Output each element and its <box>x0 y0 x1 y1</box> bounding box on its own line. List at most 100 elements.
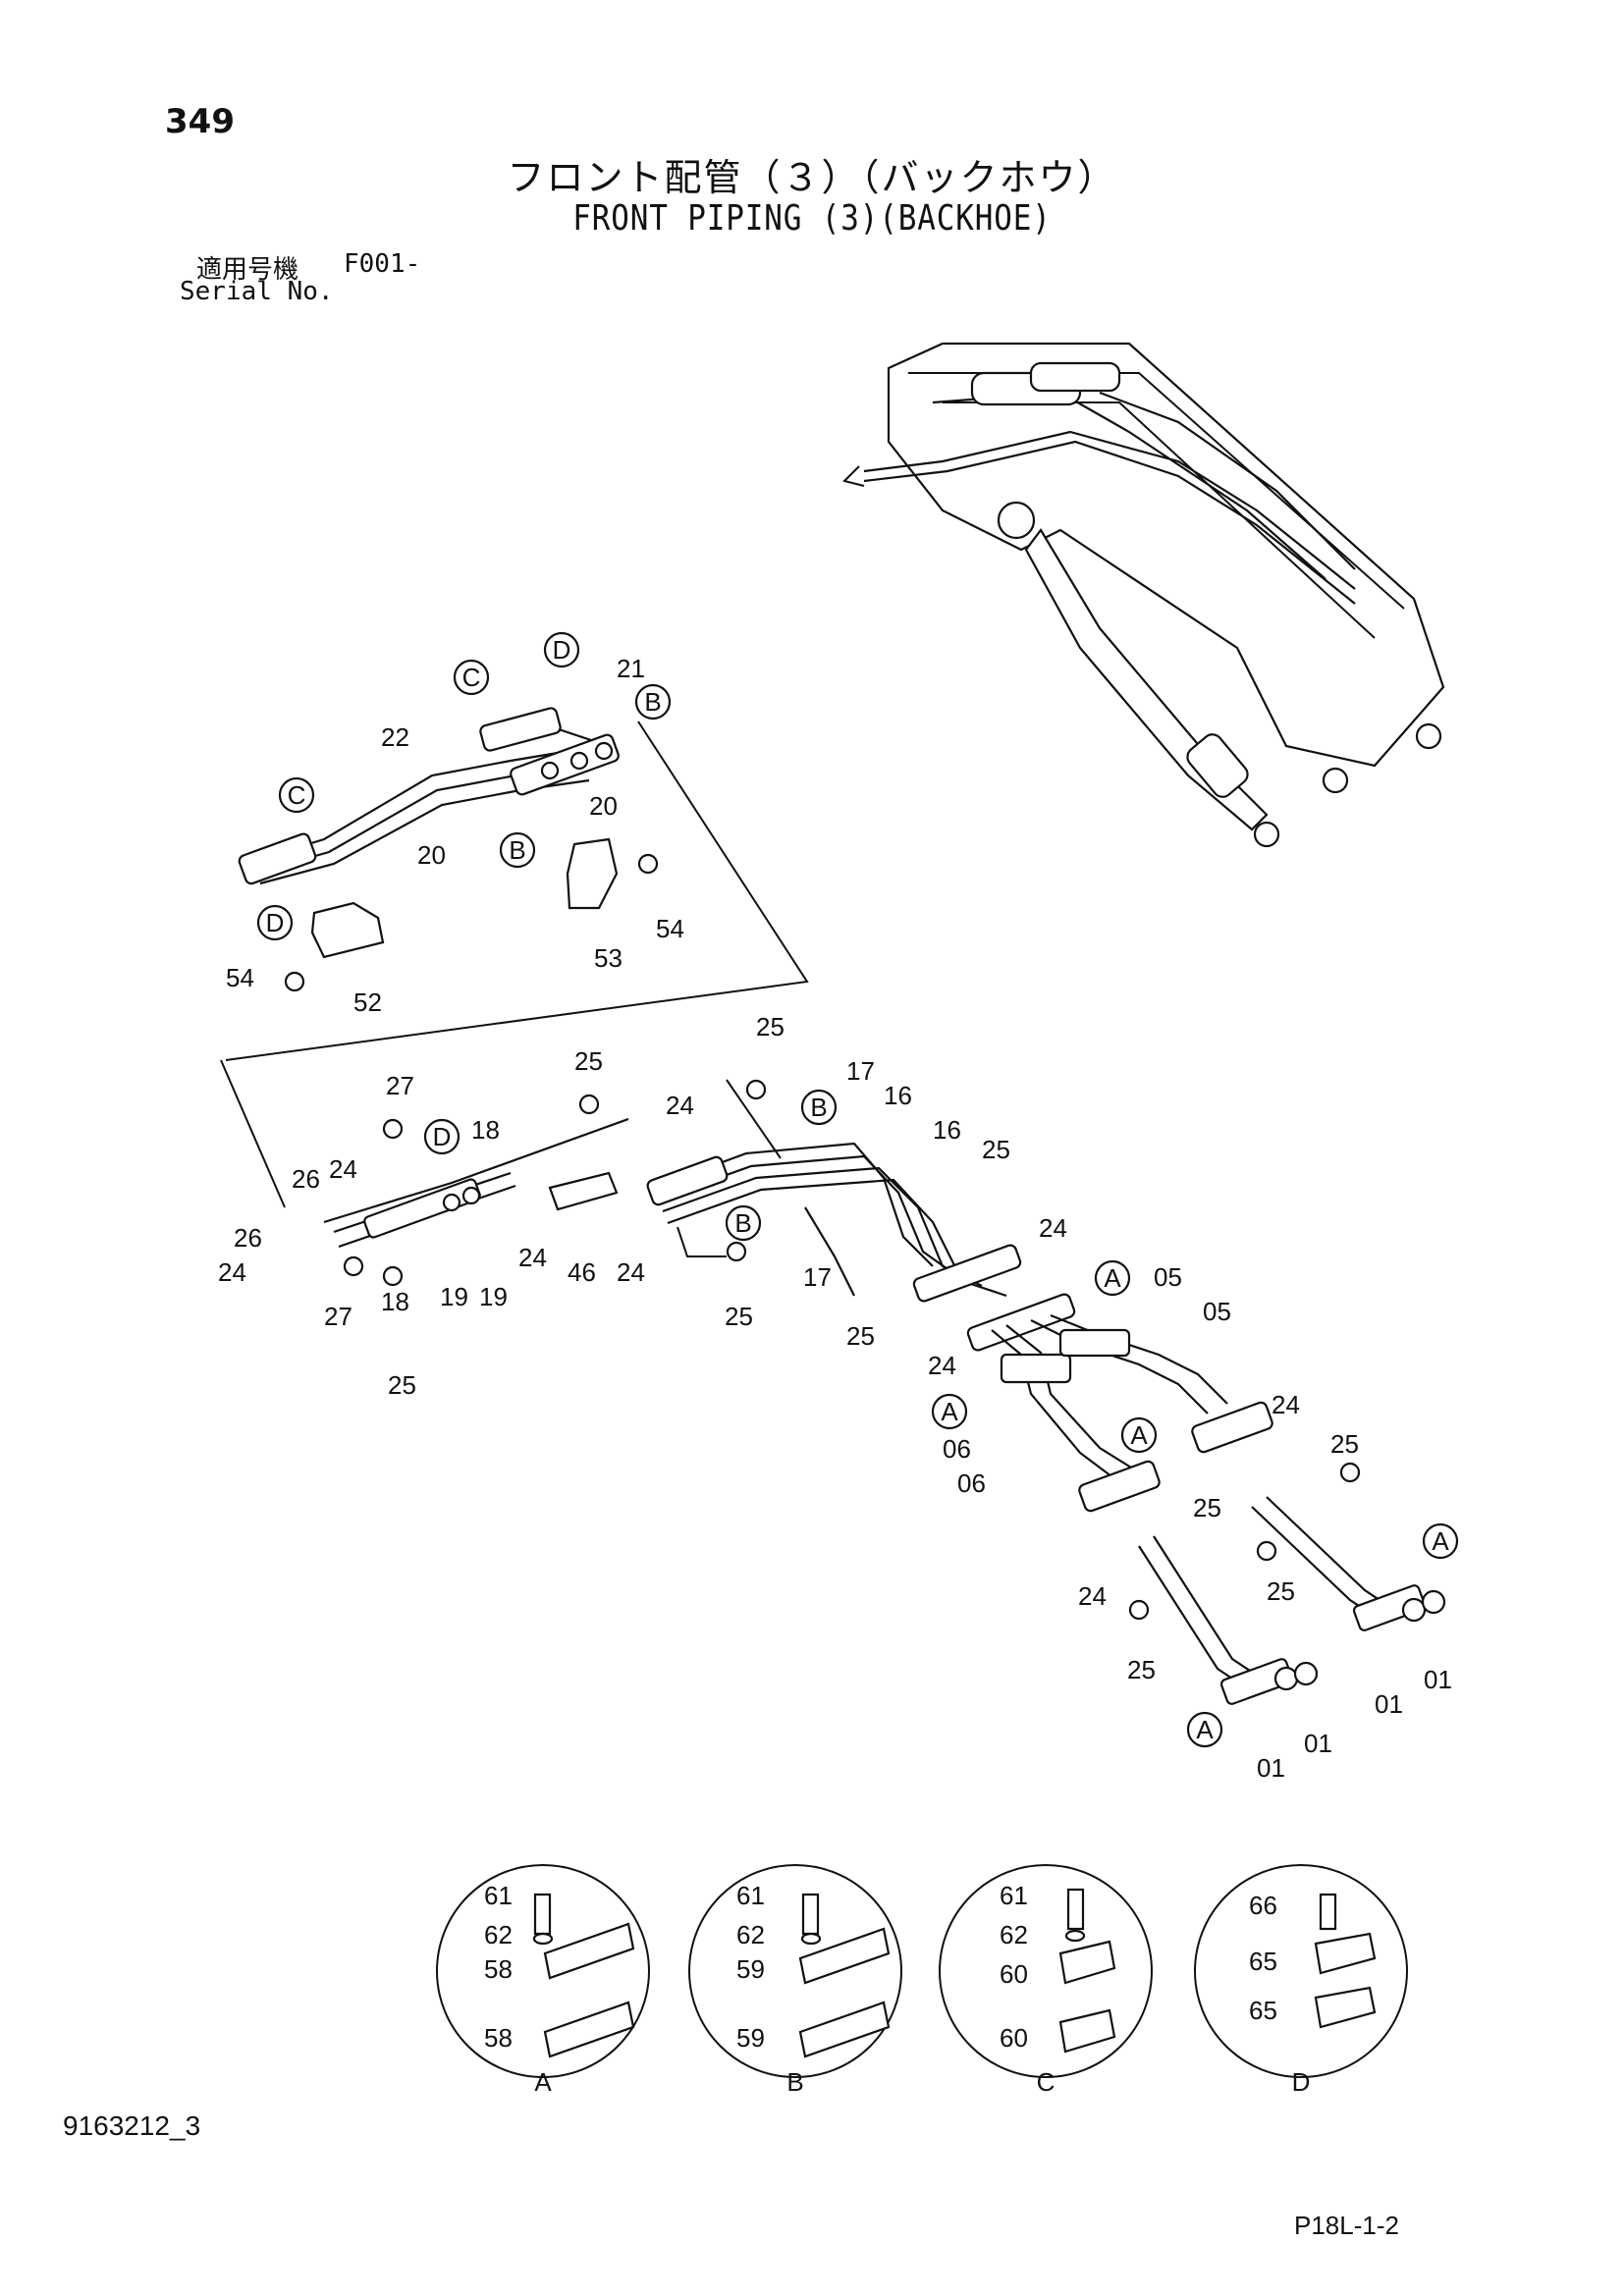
callouts-lower: 05 05 06 06 24 24 25 25 25 24 25 01 01 0… <box>928 1262 1452 1783</box>
marker-b: B <box>509 835 525 865</box>
callout-26: 26 <box>292 1164 320 1194</box>
callout-46: 46 <box>568 1257 596 1287</box>
callout-20: 20 <box>417 840 446 870</box>
callout-19: 19 <box>440 1282 468 1311</box>
detail-b-part: 59 <box>736 2023 765 2053</box>
upper-pipe-group <box>225 707 809 1061</box>
callout-20: 20 <box>589 791 618 821</box>
marker-d: D <box>433 1122 452 1151</box>
callout-17: 17 <box>803 1262 832 1292</box>
callout-21: 21 <box>617 654 645 683</box>
callout-06: 06 <box>957 1468 986 1498</box>
detail-a-part: 58 <box>484 2023 513 2053</box>
detail-a-part: 58 <box>484 1954 513 1984</box>
callout-54: 54 <box>656 914 684 943</box>
callout-18: 18 <box>381 1287 409 1316</box>
callout-24: 24 <box>617 1257 645 1287</box>
marker-b: B <box>810 1093 827 1122</box>
detail-view-d: 66 65 65 D <box>1194 1864 1408 2097</box>
detail-c-part: 62 <box>1000 1920 1028 1949</box>
callout-24: 24 <box>1078 1581 1107 1611</box>
detail-b-label: B <box>786 2067 803 2097</box>
callout-25: 25 <box>982 1135 1010 1164</box>
callout-01: 01 <box>1424 1665 1452 1694</box>
callout-24: 24 <box>928 1351 956 1380</box>
callout-16: 16 <box>884 1081 912 1110</box>
callout-27: 27 <box>324 1302 352 1331</box>
detail-view-a: 61 62 58 58 A <box>436 1864 650 2097</box>
callout-17: 17 <box>846 1056 875 1086</box>
callout-27: 27 <box>386 1071 414 1100</box>
callout-19: 19 <box>479 1282 508 1311</box>
callout-01: 01 <box>1304 1729 1332 1758</box>
detail-d-part: 65 <box>1249 1996 1277 2025</box>
detail-b-part: 62 <box>736 1920 765 1949</box>
marker-a: A <box>1432 1526 1449 1556</box>
callout-01: 01 <box>1257 1753 1285 1783</box>
detail-view-b: 61 62 59 59 B <box>688 1864 902 2097</box>
callout-25: 25 <box>1193 1493 1221 1522</box>
lower-pipe-group <box>966 1293 1446 1705</box>
callout-24: 24 <box>518 1243 547 1272</box>
detail-a-part: 62 <box>484 1920 513 1949</box>
detail-b-part: 59 <box>736 1954 765 1984</box>
callout-53: 53 <box>594 943 623 973</box>
callout-25: 25 <box>1127 1655 1156 1684</box>
detail-c-part: 61 <box>1000 1881 1028 1910</box>
callout-25: 25 <box>388 1370 416 1400</box>
detail-d-label: D <box>1292 2067 1311 2097</box>
callout-05: 05 <box>1203 1297 1231 1326</box>
callouts-middle: 25 27 18 26 24 26 24 27 18 19 19 24 46 2… <box>218 1012 1067 1400</box>
callout-24: 24 <box>218 1257 246 1287</box>
boom-overview-illustration <box>842 342 1445 848</box>
callout-24: 24 <box>666 1091 694 1120</box>
callout-05: 05 <box>1154 1262 1182 1292</box>
serial-label-english: Serial No. <box>180 277 334 306</box>
middle-pipe-group <box>220 1059 1022 1303</box>
serial-code: F001- <box>344 249 421 279</box>
callout-25-b: 25 <box>846 1321 875 1351</box>
detail-d-part: 65 <box>1249 1947 1277 1976</box>
detail-c-part: 60 <box>1000 2023 1028 2053</box>
callout-18: 18 <box>471 1115 500 1145</box>
marker-a: A <box>941 1397 958 1426</box>
marker-d: D <box>266 908 285 937</box>
marker-c: C <box>462 663 481 692</box>
callouts-upper: 21 22 20 20 52 53 54 54 <box>226 654 684 1017</box>
callout-24: 24 <box>329 1154 357 1184</box>
marker-a: A <box>1130 1420 1148 1450</box>
detail-d-part: 66 <box>1249 1891 1277 1920</box>
callout-26: 26 <box>234 1223 262 1253</box>
callout-25: 25 <box>574 1046 603 1076</box>
callout-01: 01 <box>1375 1689 1403 1719</box>
callout-52: 52 <box>353 988 382 1017</box>
callout-24: 24 <box>1039 1213 1067 1243</box>
callout-54: 54 <box>226 963 254 992</box>
page-reference: P18L-1-2 <box>1294 2211 1399 2240</box>
callout-25: 25 <box>1330 1429 1359 1459</box>
callout-24: 24 <box>1272 1390 1300 1419</box>
callout-25: 25 <box>756 1012 785 1041</box>
detail-view-c: 61 62 60 60 C <box>939 1864 1153 2097</box>
detail-c-label: C <box>1037 2067 1056 2097</box>
detail-a-label: A <box>534 2067 552 2097</box>
marker-a: A <box>1104 1263 1121 1293</box>
callout-16: 16 <box>933 1115 961 1145</box>
callout-06: 06 <box>943 1434 971 1464</box>
marker-a: A <box>1196 1715 1214 1744</box>
title-japanese: フロント配管（３）（バックホウ） <box>507 156 1117 199</box>
marker-b: B <box>734 1208 751 1238</box>
detail-a-part: 61 <box>484 1881 513 1910</box>
page-number: 349 <box>165 102 235 141</box>
detail-c-part: 60 <box>1000 1959 1028 1989</box>
marker-c: C <box>288 780 306 810</box>
marker-b: B <box>644 687 661 717</box>
title-english: FRONT PIPING (3)(BACKHOE) <box>572 198 1052 239</box>
callout-25: 25 <box>725 1302 753 1331</box>
marker-d: D <box>553 635 571 665</box>
serial-label-japanese: 適用号機 <box>196 255 299 285</box>
callout-25: 25 <box>1267 1576 1295 1606</box>
view-letter-markers: C D B C B D D B B A A A A A <box>256 631 1459 1748</box>
callout-22: 22 <box>381 722 409 752</box>
